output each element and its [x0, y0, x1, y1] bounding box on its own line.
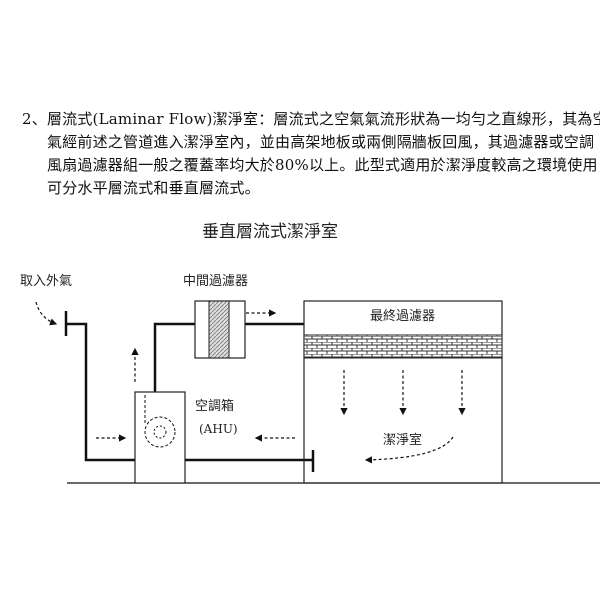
- paragraph-line: 2、層流式(Laminar Flow)潔淨室：層流式之空氣氣流形狀為一均勻之直線…: [22, 110, 600, 128]
- fan-icon: [144, 416, 176, 448]
- paragraph-line: 氣經前述之管道進入潔淨室內，並由高架地板或兩側隔牆板回風，其過濾器或空調: [47, 133, 595, 151]
- outside-air-label: 取入外氣: [20, 274, 72, 289]
- paragraph-line: 風扇過濾器組一般之覆蓋率均大於80%以上。此型式適用於潔淨度較高之環境使用，: [47, 156, 600, 174]
- cleanroom-label: 潔淨室: [383, 432, 422, 448]
- diagram-title: 垂直層流式潔淨室: [202, 222, 338, 242]
- description-paragraph: 2、層流式(Laminar Flow)潔淨室：層流式之空氣氣流形狀為一均勻之直線…: [22, 108, 600, 200]
- cleanroom-return-arrow: [364, 436, 454, 464]
- final-filter-band: [303, 334, 503, 359]
- fan-hub-icon: [153, 425, 167, 439]
- outside-air-arrow: [35, 301, 58, 326]
- airflow-arrows: [35, 301, 466, 464]
- duct-lines: [64, 311, 315, 472]
- final-filter-label: 最終過濾器: [370, 308, 435, 324]
- paragraph-line: 可分水平層流式和垂直層流式。: [47, 179, 260, 197]
- intermediate-filter-label: 中間過濾器: [183, 274, 248, 289]
- ahu-abbr-label: (AHU): [199, 422, 238, 436]
- intermediate-filter-media: [208, 300, 230, 359]
- ahu-label: 空調箱: [195, 398, 234, 414]
- cleanroom-box: [303, 300, 503, 484]
